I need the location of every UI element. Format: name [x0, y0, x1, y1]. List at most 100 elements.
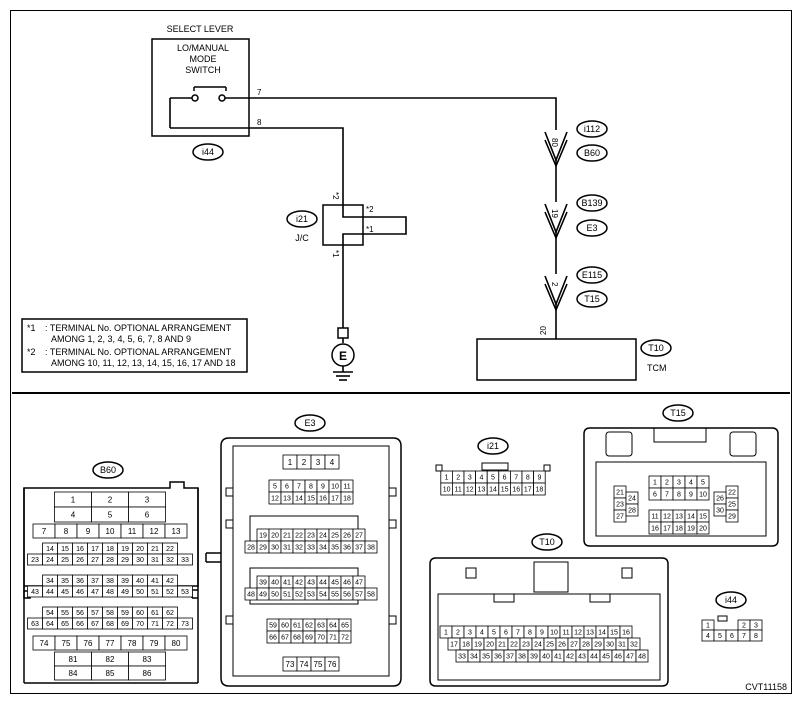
pin-number: 7 [742, 633, 746, 640]
jc-label: J/C [295, 233, 309, 243]
pin-number: 8 [526, 475, 530, 482]
pin-number: 21 [498, 642, 506, 649]
connector-label-B60: B60 [584, 148, 600, 158]
pin-number: 1 [706, 623, 710, 630]
pin-number: 66 [76, 621, 84, 628]
pin-number: 82 [106, 655, 115, 664]
tcm-box [476, 338, 637, 381]
pin-number: 32 [295, 545, 303, 552]
pin-number: 37 [91, 578, 99, 585]
pin-number: 27 [616, 514, 624, 521]
pin-number: 21 [283, 533, 291, 540]
pin-number: 72 [341, 635, 349, 642]
pin-cell [364, 540, 378, 554]
pin-number: 46 [343, 580, 351, 587]
pin-cell [338, 630, 352, 644]
pin-number: 1 [444, 630, 448, 637]
pin-number: 3 [754, 623, 758, 630]
pin-number: 69 [305, 635, 313, 642]
svg-text:T15: T15 [670, 408, 686, 418]
note-2-line-1: : TERMINAL No. OPTIONAL ARRANGEMENT [45, 347, 232, 357]
pin-number: 16 [76, 546, 84, 553]
pin-number: 38 [106, 578, 114, 585]
pin-number: 74 [300, 660, 309, 669]
jc-marker-right-2: *2 [366, 205, 374, 214]
pin-number: 40 [136, 578, 144, 585]
pin-number: 33 [181, 557, 189, 564]
pin-number: 17 [331, 496, 339, 503]
pin-number: 14 [598, 630, 606, 637]
switch-pin-8: 8 [257, 118, 262, 127]
pin-number: 53 [181, 589, 189, 596]
pin-number: 22 [166, 546, 174, 553]
pin-number: 34 [470, 654, 478, 661]
pin-number: 54 [319, 592, 327, 599]
pin-number: 58 [106, 610, 114, 617]
pin-number: 24 [319, 533, 327, 540]
pin-number: 73 [286, 660, 295, 669]
tcm-label: TCM [647, 363, 667, 373]
pin-cell [625, 503, 639, 517]
pin-number: 7 [665, 492, 669, 499]
pin-cell [749, 629, 763, 642]
connector-oval-B139 [576, 194, 608, 212]
pin-number: 57 [91, 610, 99, 617]
pin-number: 50 [271, 592, 279, 599]
pin-number: 85 [106, 669, 115, 678]
pin-number: 14 [295, 496, 303, 503]
pin-number: 56 [343, 592, 351, 599]
pin-number: 3 [145, 495, 150, 504]
pin-cell [324, 656, 340, 672]
pin-number: 10 [699, 492, 707, 499]
pin-number: 70 [317, 635, 325, 642]
pin-number: 41 [151, 578, 159, 585]
pin-number: 15 [699, 514, 707, 521]
pin-number: 27 [570, 642, 578, 649]
pin-number: 70 [136, 621, 144, 628]
pin-number: 46 [614, 654, 622, 661]
pin-number: 8 [309, 484, 313, 491]
pin-number: 54 [46, 610, 54, 617]
pin-number: 48 [638, 654, 646, 661]
pin-number: 2 [456, 475, 460, 482]
connector-oval-E115 [576, 266, 608, 284]
pin-number: 9 [540, 630, 544, 637]
pin-number: 10 [550, 630, 558, 637]
pin-number: 59 [269, 623, 277, 630]
pin-number: 23 [522, 642, 530, 649]
pin-number: 15 [501, 487, 509, 494]
inline-pin-80: 80 [550, 138, 559, 147]
pin-number: 18 [462, 642, 470, 649]
pin-number: 10 [443, 487, 451, 494]
pin-number: 26 [343, 533, 351, 540]
pin-number: 48 [247, 592, 255, 599]
pin-number: 9 [86, 527, 91, 536]
connector-oval-B60 [576, 144, 608, 162]
pin-number: 7 [297, 484, 301, 491]
pin-number: 72 [166, 621, 174, 628]
pin-number: 66 [269, 635, 277, 642]
pin-number: 17 [524, 487, 532, 494]
pin-number: 3 [468, 630, 472, 637]
pin-number: 4 [480, 630, 484, 637]
note-1-line-2: AMONG 1, 2, 3, 4, 5, 6, 7, 8 AND 9 [51, 334, 191, 344]
pin-number: 7 [514, 475, 518, 482]
pin-number: 40 [271, 580, 279, 587]
pin-number: 22 [728, 490, 736, 497]
connector-label-T15: T15 [584, 294, 600, 304]
pin-number: 41 [283, 580, 291, 587]
pin-number: 35 [61, 578, 69, 585]
pin-number: 17 [91, 546, 99, 553]
pin-number: 55 [61, 610, 69, 617]
pin-number: 53 [307, 592, 315, 599]
pin-number: 7 [42, 527, 47, 536]
pin-number: 27 [91, 557, 99, 564]
pin-number: 26 [76, 557, 84, 564]
jc-connector-oval [286, 210, 318, 228]
pin-number: 10 [106, 527, 115, 536]
pin-number: 27 [355, 533, 363, 540]
connector-label-E3: E3 [586, 223, 597, 233]
